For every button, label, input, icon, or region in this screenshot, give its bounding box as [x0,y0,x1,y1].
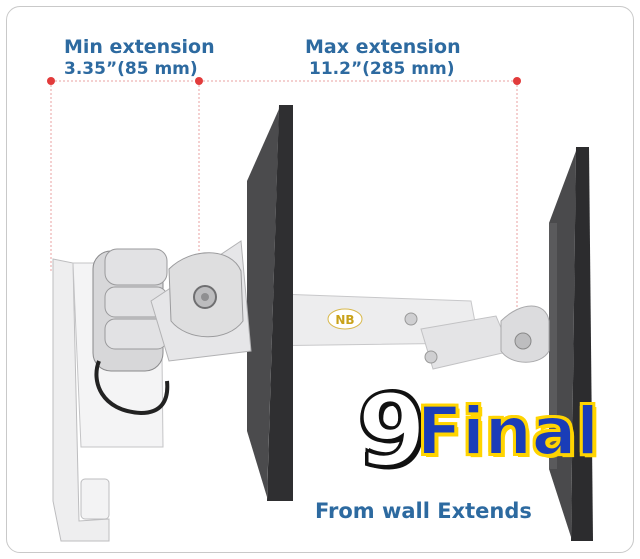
product-illustration: NB [47,77,593,542]
monitor-extended [549,147,593,541]
arm-retracted [92,240,252,416]
max-end-dot [513,77,521,85]
brand-digit: 9 [356,372,429,489]
min-start-dot [47,77,55,85]
min-extension-value: 3.35”(85 mm) [64,59,198,79]
max-extension-value: 11.2”(285 mm) [309,59,455,79]
brand-word: Final [416,393,600,470]
arm-extended: NB [250,292,550,370]
min-extension-title: Min extension [64,36,215,58]
caption-text: From wall Extends [315,499,532,523]
nb-logo: NB [335,313,354,327]
image-frame: NB Min extension 3.35”(85 mm) Max exten [6,6,634,553]
dimension-guides [47,77,521,311]
min-end-dot [195,77,203,85]
monitor-retracted [247,105,293,501]
max-extension-title: Max extension [305,36,461,58]
